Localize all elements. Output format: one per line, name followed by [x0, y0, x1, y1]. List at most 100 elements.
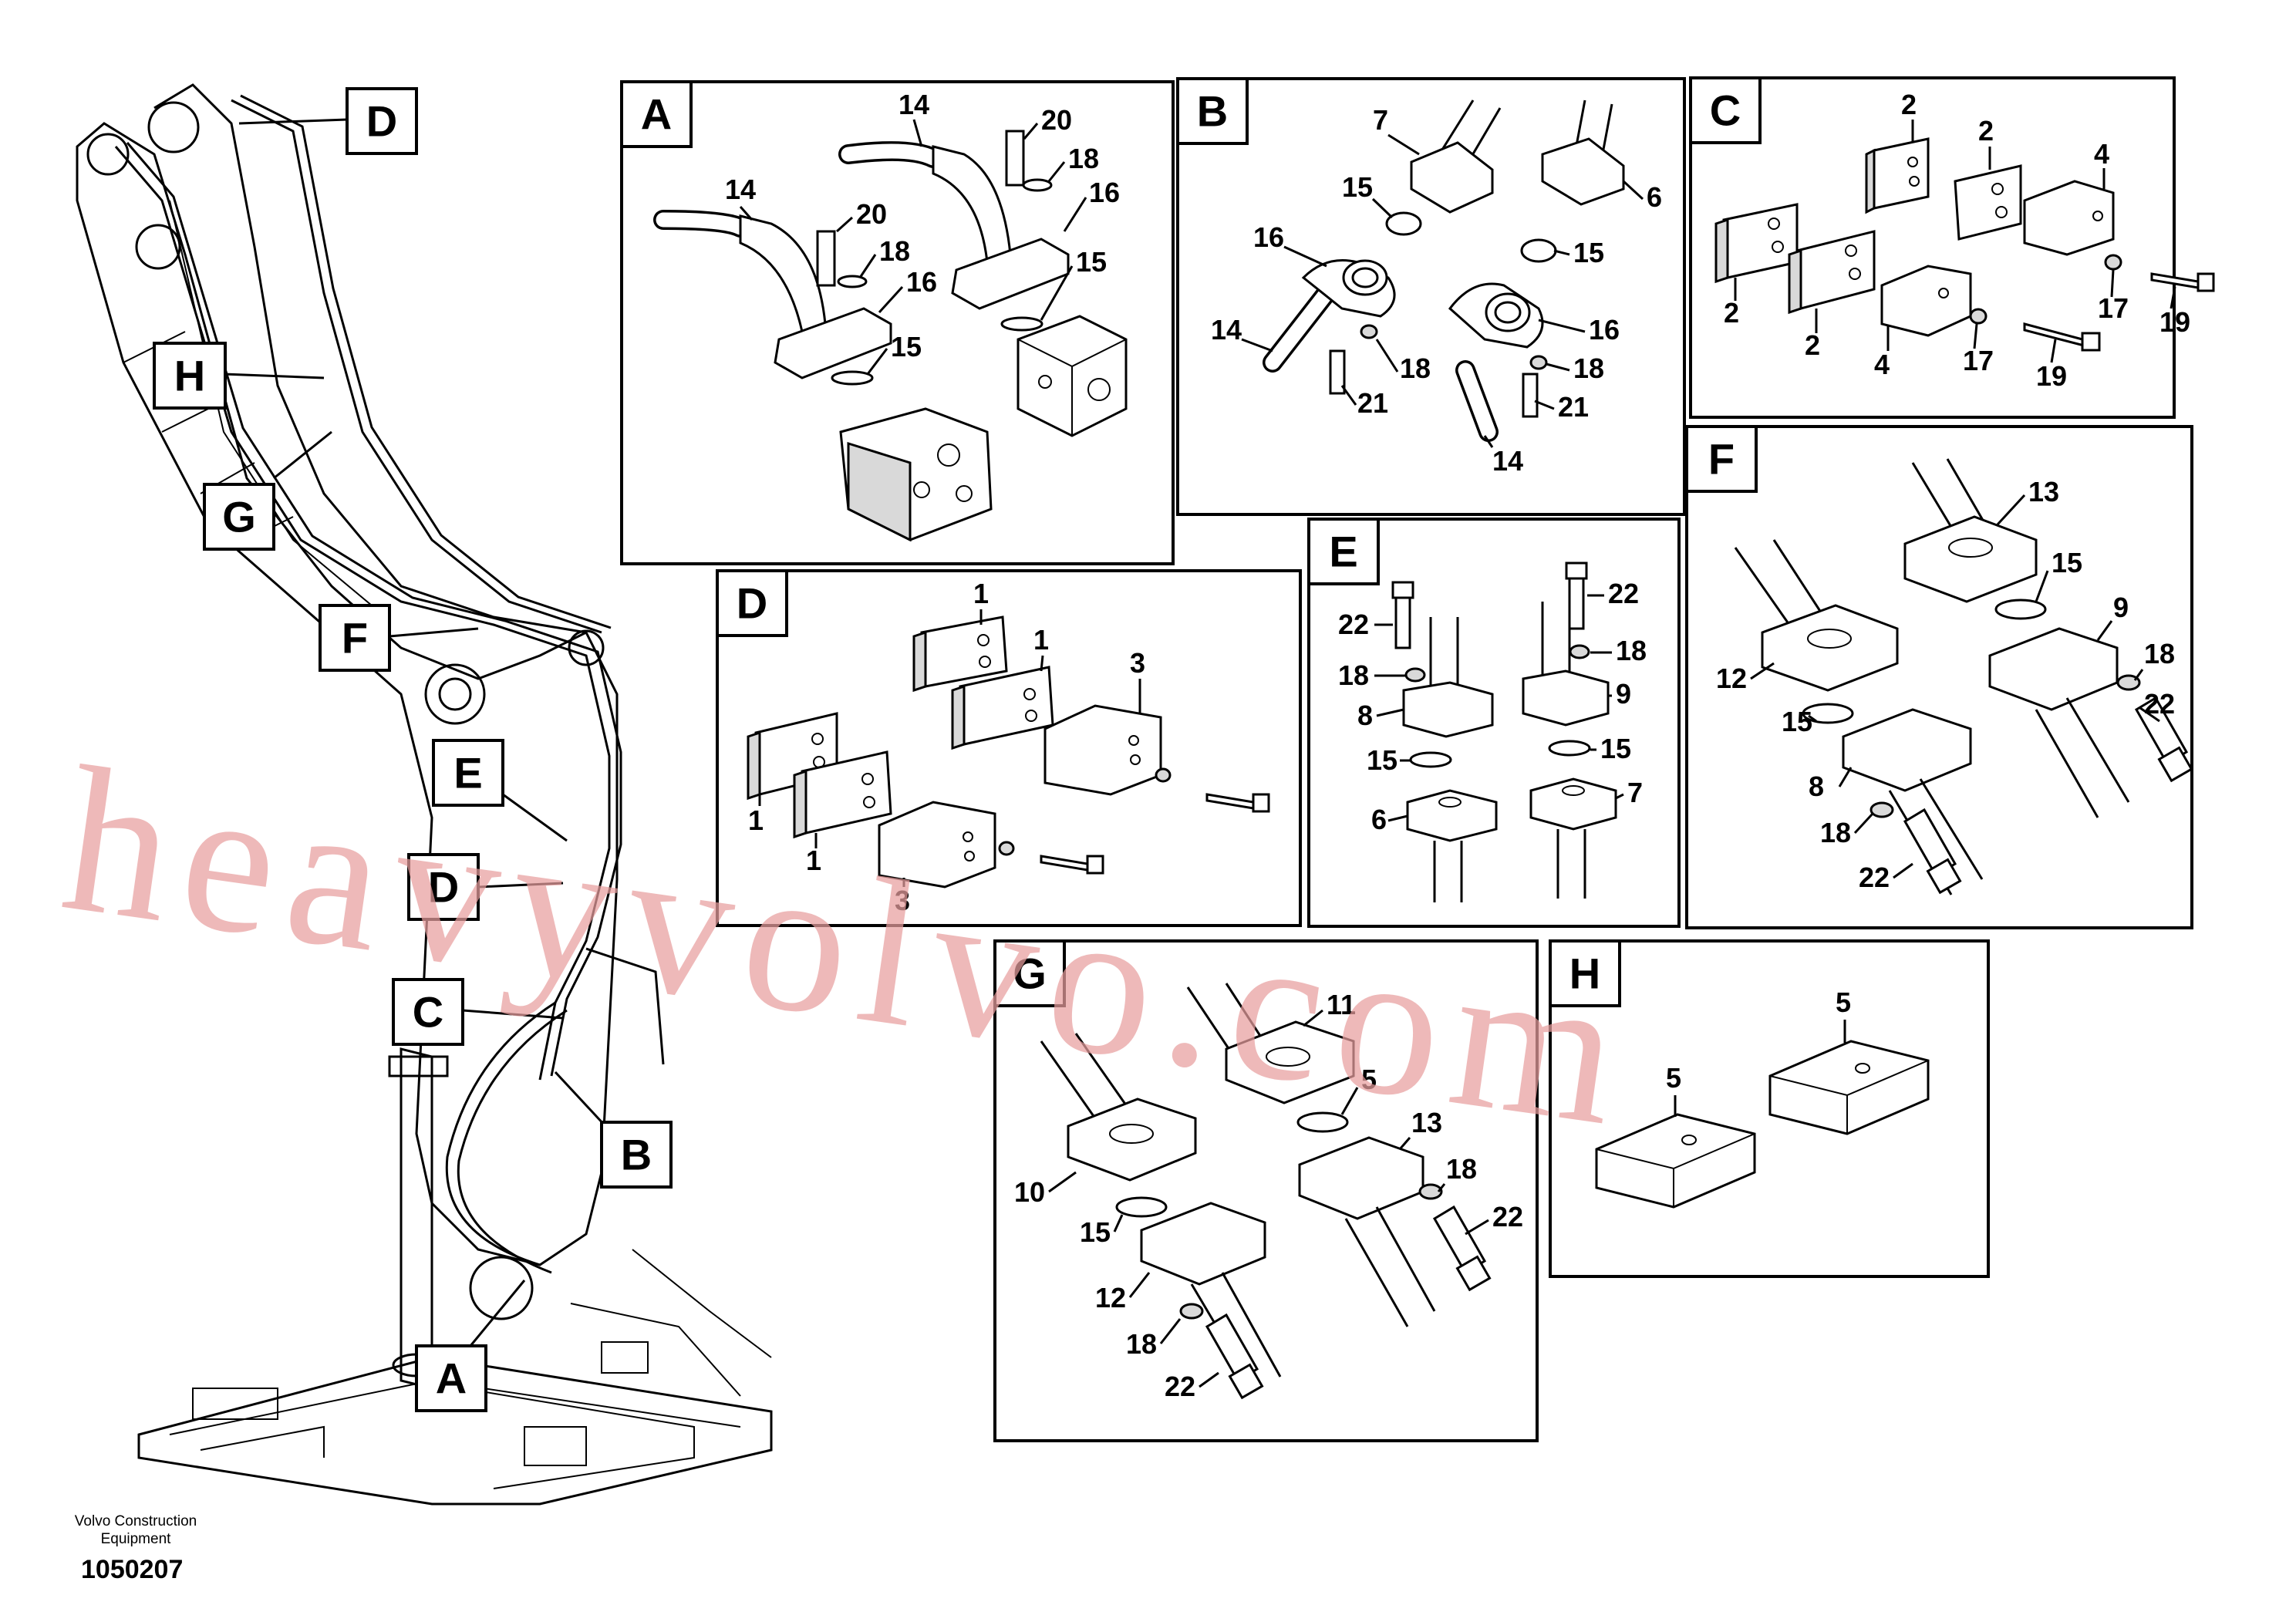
callout: 18 [1126, 1328, 1157, 1360]
detail-panel-a: A 14 20 18 16 1 [620, 80, 1175, 565]
overview-tag-d-top[interactable]: D [346, 87, 418, 155]
callout: 4 [1874, 349, 1890, 380]
callout: 12 [1095, 1282, 1126, 1313]
callout: 15 [1573, 237, 1604, 268]
callout: 18 [1446, 1153, 1477, 1185]
detail-panel-g: G 11 5 13 10 18 15 22 12 [993, 939, 1539, 1442]
overview-tag-f[interactable]: F [319, 604, 391, 672]
svg-text:D: D [366, 97, 397, 146]
svg-text:F: F [1708, 435, 1735, 484]
callout: 18 [1820, 817, 1851, 848]
callout: 15 [1782, 706, 1812, 737]
callout: 16 [1089, 177, 1120, 208]
callout: 14 [725, 174, 756, 205]
callout: 20 [1041, 104, 1072, 136]
callout: 5 [1361, 1064, 1377, 1095]
callout: 15 [1342, 171, 1373, 203]
svg-text:F: F [342, 614, 368, 663]
callout: 14 [1211, 314, 1242, 346]
callout: 15 [1600, 733, 1631, 764]
panel-a-label: A [620, 80, 693, 148]
svg-text:A: A [436, 1354, 467, 1403]
callout: 15 [1367, 744, 1397, 776]
callout: 5 [1666, 1062, 1681, 1094]
callout: 16 [1253, 221, 1284, 253]
callout: 17 [2098, 292, 2129, 324]
panel-c-label: C [1689, 76, 1762, 144]
callout: 2 [1901, 89, 1917, 120]
callout: 13 [1411, 1107, 1442, 1138]
detail-panel-e: E 22 22 18 18 8 9 15 [1307, 518, 1681, 928]
callout: 21 [1357, 387, 1388, 419]
drawing-number: 1050207 [81, 1555, 183, 1584]
callout: 22 [1859, 862, 1890, 893]
footer: Volvo Construction Equipment 1050207 [75, 1513, 197, 1584]
callout: 3 [895, 885, 910, 916]
callout: 18 [1573, 352, 1604, 384]
callout: 10 [1014, 1176, 1045, 1208]
callout: 6 [1371, 804, 1387, 835]
svg-text:E: E [453, 749, 482, 798]
callout: 18 [1338, 659, 1369, 691]
svg-text:C: C [1710, 86, 1741, 135]
callout: 9 [2113, 592, 2129, 623]
callout: 1 [1033, 624, 1049, 656]
callout: 18 [879, 235, 910, 267]
callout: 22 [1608, 578, 1639, 609]
svg-text:A: A [641, 90, 672, 139]
callout: 15 [891, 331, 922, 363]
callout: 11 [1327, 989, 1356, 1020]
callout: 12 [1716, 663, 1747, 694]
svg-text:B: B [621, 1131, 652, 1179]
callout: 15 [1076, 246, 1107, 278]
overview-tag-e[interactable]: E [432, 739, 504, 807]
svg-text:H: H [1569, 949, 1600, 998]
overview-tag-g[interactable]: G [203, 483, 275, 551]
callout: 7 [1627, 777, 1643, 808]
detail-panel-f: F 13 15 9 12 18 15 22 8 [1685, 425, 2193, 929]
callout: 8 [1357, 700, 1373, 731]
callout: 22 [1165, 1371, 1195, 1402]
callout: 6 [1647, 181, 1662, 213]
callout: 22 [1492, 1201, 1523, 1233]
callout: 16 [1589, 314, 1620, 346]
callout: 15 [1080, 1216, 1111, 1248]
callout: 15 [2052, 547, 2082, 578]
callout: 19 [2036, 360, 2067, 392]
overview-tag-d-lower[interactable]: D [407, 853, 480, 921]
svg-text:E: E [1329, 528, 1357, 576]
callout: 18 [1068, 143, 1099, 174]
callout: 22 [1338, 609, 1369, 640]
panel-h-label: H [1549, 939, 1621, 1007]
callout: 8 [1809, 771, 1824, 802]
callout: 19 [2159, 306, 2190, 338]
company-name-line2: Equipment [101, 1531, 172, 1547]
svg-text:D: D [428, 863, 459, 912]
callout: 2 [1724, 297, 1739, 329]
detail-panel-d: D 1 1 3 1 1 3 [716, 569, 1302, 927]
panel-f-label: F [1685, 425, 1758, 493]
detail-panel-h: H 5 5 [1549, 939, 1990, 1278]
callout: 5 [1836, 986, 1851, 1018]
svg-text:D: D [737, 579, 767, 628]
callout: 2 [1805, 329, 1820, 361]
overview-tag-a[interactable]: A [415, 1344, 487, 1412]
callout: 1 [973, 578, 989, 609]
svg-text:G: G [222, 493, 256, 541]
callout: 1 [748, 804, 764, 836]
svg-text:H: H [174, 352, 205, 400]
callout: 21 [1558, 391, 1589, 423]
company-name-line1: Volvo Construction [75, 1513, 197, 1529]
callout: 9 [1616, 678, 1631, 710]
chassis-drawing [137, 1249, 773, 1506]
callout: 2 [1978, 115, 1994, 147]
detail-panel-b: B 7 6 15 16 15 14 18 [1176, 77, 1686, 516]
overview-tag-h[interactable]: H [153, 342, 227, 410]
callout: 18 [2144, 638, 2175, 669]
panel-g-label: G [993, 939, 1066, 1007]
panel-b-label: B [1176, 77, 1249, 145]
overview-tag-b[interactable]: B [600, 1121, 673, 1189]
overview-tag-c[interactable]: C [392, 978, 464, 1046]
detail-panel-c: C 2 2 4 2 2 4 17 [1689, 76, 2215, 419]
